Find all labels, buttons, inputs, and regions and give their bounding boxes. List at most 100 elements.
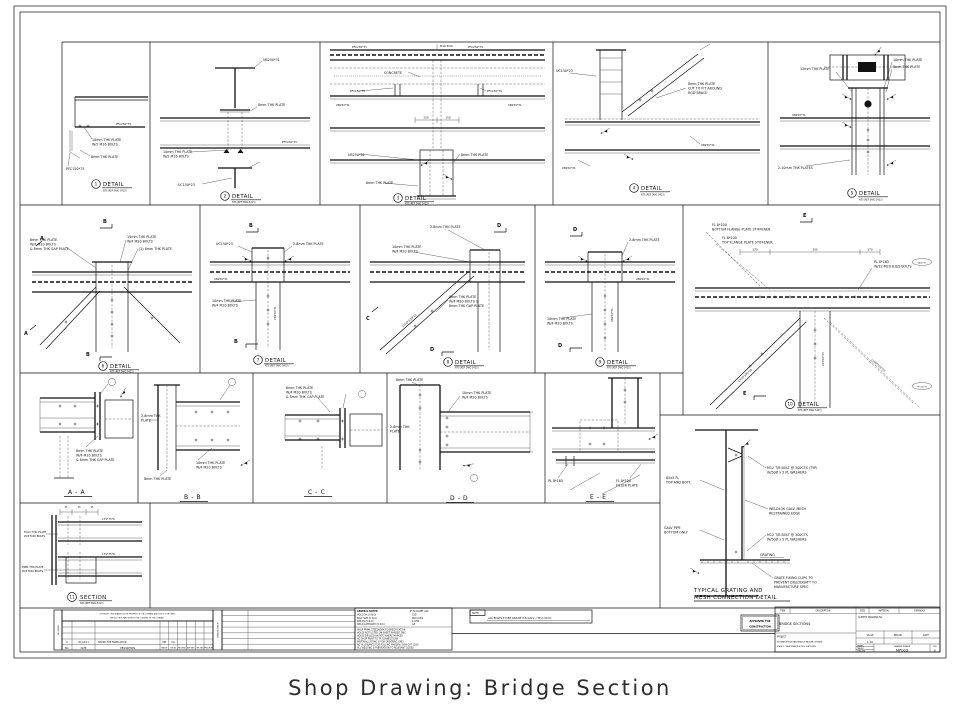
plate-label: W/4 M20 BOLTS [392, 250, 418, 254]
plate-label: W/2 M16 BOLTS [92, 143, 118, 147]
detail-8-bubble: 8 DETAIL NTS (REF DWG 5413) [443, 357, 484, 370]
rev-no-value: 0 [66, 641, 68, 644]
rev-by-value: MM [163, 641, 167, 644]
plate-label: 10mm THK PLATE [893, 58, 922, 62]
member-label: UB250*31 [701, 143, 715, 147]
plate-label: FL 8*100 [712, 223, 727, 227]
plate-label: W/4 M20 BOLTS [196, 466, 222, 470]
plate-label: 2-8mm THK [141, 414, 161, 418]
svg-text:11: 11 [69, 595, 75, 600]
member-label: L75*75*6 [102, 517, 115, 521]
section-d-d-panel: 8mm THK PLATE 10mm THK PLATE W/4 M20 BOL… [390, 378, 533, 503]
rev-col-date: DATE [81, 647, 87, 650]
svg-text:8: 8 [447, 360, 450, 365]
svg-text:10: 10 [787, 402, 793, 407]
section-a-a-panel: 8mm THK PLATE W/4 M20 BOLTS & 8mm THK CA… [39, 378, 134, 497]
member-label: UB250*31 [636, 277, 650, 281]
plate-label: 10mm THK PLATE [163, 150, 192, 154]
tb-scale-label: SCALE [866, 634, 874, 637]
detail-5-panel: 12mm THK PLATE 10mm THK PLATE 8mm THK PL… [778, 47, 930, 201]
member-label: UC150*23 [178, 183, 195, 187]
plate-label: CUT TO FIT AROUND [688, 87, 722, 91]
slide-caption: Shop Drawing: Bridge Section [288, 676, 672, 700]
note-line: NO ALLOWANCE FOR ROLLING MARGIN / SAW CU… [357, 643, 419, 646]
member-label: UB250*31 [336, 103, 350, 107]
svg-text:DETAIL: DETAIL [859, 191, 880, 197]
tb-header-item: ITEM [780, 610, 785, 613]
plate-label: 2-10mm THK PLATES [778, 166, 813, 170]
member-callout: PFC230*75 [917, 386, 926, 388]
plate-label: 2-8mm THK PLATE [629, 238, 660, 242]
rev-by-value: DA [172, 641, 176, 644]
member-callout: UB250*31 [918, 262, 927, 264]
svg-text:3: 3 [397, 196, 400, 201]
dim-label: 170 [752, 248, 757, 252]
detail-2-bubble: 2 DETAIL NTS (REF DWG 5413) [220, 191, 261, 204]
tb-header-size: SIZE [860, 610, 866, 613]
section-c-c-panel: 8mm THK PLATE W/4 M20 BOLTS & 8mm THK CA… [284, 386, 383, 497]
section-11-bubble: 11 SECTION NTS (REF DWG 5413) [67, 592, 112, 605]
drawing-sheet: 10mm THK PLATE W/2 M16 BOLTS 8mm THK PLA… [13, 5, 947, 659]
member-label: UB250*31 [562, 166, 576, 170]
plate-label: W/4 M20 BOLTS [22, 569, 43, 573]
detail-1-bubble: 1 DETAIL NTS (REF DWG 5413) [91, 179, 132, 192]
svg-text:DETAIL: DETAIL [798, 402, 819, 408]
drawing-status-label: DRAWING STATUS [217, 622, 220, 637]
svg-text:NTS (REF DWG 5413): NTS (REF DWG 5413) [607, 367, 631, 370]
clip-label: PREVENT DISLODGM'T TO [774, 581, 817, 585]
flat-label: TOP AND BOTT. [665, 481, 692, 485]
plate-label: W/4 M20 BOLTS [547, 322, 573, 326]
section-marker-b: B [234, 339, 238, 345]
tb-project-label: PROJECT [777, 636, 787, 639]
plate-label: PLATE [141, 419, 151, 423]
plate-label: ROD BRACE [688, 91, 707, 95]
flat-label: 65x5 FL [666, 476, 679, 480]
svg-text:DETAIL: DETAIL [110, 364, 131, 370]
svg-text:DETAIL: DETAIL [265, 358, 286, 364]
detail-4-bubble: 4 DETAIL NTS (REF DWG 5413) [629, 183, 670, 196]
member-label: PFC150*75 [487, 89, 502, 93]
note-row-label: HOLE DIA (U.N.O) [357, 614, 376, 617]
general-notes-title: GENERAL NOTES: [357, 610, 378, 613]
svg-text:SECTION: SECTION [80, 595, 107, 601]
rev-col-desc: DESCRIPTION [120, 647, 135, 650]
tb-dwg-number-label: DRAWING NUMBER [894, 645, 911, 648]
member-label: PFC150*75 [66, 167, 84, 171]
member-label: M16 ROD [440, 44, 453, 48]
tb-period-label: PERIOD [894, 634, 903, 637]
section-marker-d: D [558, 343, 562, 349]
detail-3-panel: PFC230*75 PFC230*75 CONCRETE PFC150*75 P… [330, 44, 545, 206]
parts-table [221, 609, 356, 651]
tb-dwg-number-value: MP003 [896, 648, 908, 652]
mesh-label: WELDLOK GALV. MESH [769, 507, 806, 511]
tb-traced-label: TRACED [857, 647, 865, 650]
plate-label: 8mm THK PLATE [449, 295, 476, 299]
note-row-value: GP [412, 623, 416, 626]
bolt-label: M12 T/B BOLT @ 500CTS (TYP) [767, 466, 817, 470]
plate-label: 8mm THK PLATE [893, 65, 920, 69]
plate-label: 10mm THK PLATE [547, 317, 576, 321]
detail-3-bubble: 3 DETAIL NTS (REF DWG 5413) [393, 193, 434, 206]
bolt-label: W/50Ø x 5 PL WASHERS [767, 537, 807, 542]
svg-text:NTS (REF DWG 5413): NTS (REF DWG 5413) [80, 602, 104, 605]
plate-label: 8MM THK PLATE [22, 565, 44, 569]
svg-text:NTS (REF DWG 5413): NTS (REF DWG 5413) [232, 201, 256, 204]
plate-label: 8mm THK PLATE [688, 82, 715, 86]
member-label: UB250*31 [508, 103, 522, 107]
plate-label: 10mm THK PLATE [127, 235, 156, 239]
detail-10-panel: 170 300 170 FL 8*100 BOTTOM FLANGE PLATE… [695, 213, 933, 412]
svg-text:NTS (REF DWG 5413): NTS (REF DWG 5413) [859, 198, 883, 201]
grating-title-line-2: MESH CONNECTION DETAIL [694, 595, 777, 601]
plate-label: FILLER PLATE [616, 484, 638, 488]
note-tag: NOTE: [472, 612, 480, 615]
plate-label: FL 8*100 [616, 479, 631, 483]
section-title: E - E [590, 494, 607, 501]
member-label: PFC230*75 [282, 140, 297, 144]
material-label: CONCRETE [384, 71, 402, 75]
note-line: HOLES DRILLED ON SITE WHERE MARKED [357, 634, 403, 637]
svg-text:2: 2 [224, 194, 227, 199]
detail-7-panel: B B UC150*23 2-8mm THK PLATE 10mm THK PL… [210, 223, 350, 368]
member-label: PFC230*75 [352, 45, 367, 49]
section-marker-d: D [573, 227, 577, 233]
